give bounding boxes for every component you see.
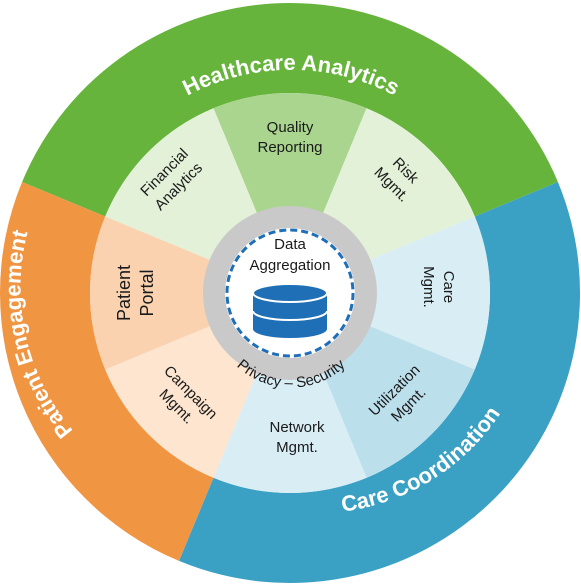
svg-text:Mgmt.: Mgmt.: [420, 266, 437, 308]
svg-text:Portal: Portal: [137, 269, 157, 316]
hub-dashed-border: [225, 228, 355, 358]
segment-patient-portal: [90, 216, 290, 370]
hub-title-line-1: Data: [274, 236, 306, 253]
outer-ring-patient-engagement: [0, 182, 214, 561]
segment-quality-reporting: [213, 93, 367, 293]
svg-text:Mgmt.: Mgmt.: [276, 439, 318, 456]
outer-ring: [0, 3, 580, 583]
segment-label-care-mgmt: Care Mgmt.: [420, 266, 457, 308]
outer-ring-care-coordination: [179, 182, 580, 583]
svg-text:Reporting: Reporting: [257, 139, 322, 156]
database-icon: [252, 283, 328, 338]
svg-text:Quality: Quality: [267, 119, 314, 136]
hub-title-line-2: Aggregation: [250, 257, 331, 274]
segment-label-patient-portal: Patient Portal: [114, 265, 157, 321]
svg-text:Network: Network: [269, 419, 325, 436]
segment-care-mgmt: [290, 216, 490, 370]
segment-label-network-mgmt: Network Mgmt.: [269, 419, 325, 456]
segment-network-mgmt: [213, 293, 367, 493]
svg-text:Patient: Patient: [114, 265, 134, 321]
outer-ring-healthcare-analytics: [22, 3, 558, 217]
svg-text:Care: Care: [440, 271, 457, 304]
segment-label-quality-reporting: Quality Reporting: [257, 119, 322, 156]
